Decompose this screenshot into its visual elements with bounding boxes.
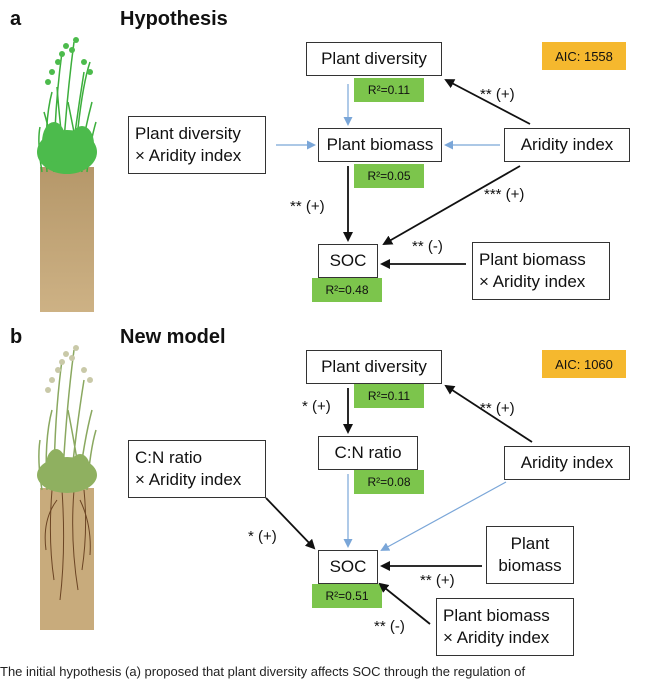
panel-a-letter: a <box>10 8 22 30</box>
panel-b-title: New model <box>120 326 226 348</box>
path-label-b-diversity-cn: * (+) <box>302 398 331 415</box>
panel-a-title: Hypothesis <box>120 8 228 30</box>
node-b-cn-ratio: C:N ratio <box>318 436 418 470</box>
path-label-a-biomass-aridity-soc: ** (-) <box>412 238 443 255</box>
r2-b-cn-ratio: R²=0.08 <box>354 470 424 494</box>
node-a-plant-biomass: Plant biomass <box>318 128 442 162</box>
node-b-interaction-biomass-line2: × Aridity index <box>443 628 550 647</box>
r2-a-plant-diversity: R²=0.11 <box>354 78 424 102</box>
node-b-soc: SOC <box>318 550 378 584</box>
node-b-plant-diversity: Plant diversity <box>306 350 442 384</box>
path-label-b-biomass-aridity-soc: ** (-) <box>374 618 405 635</box>
node-b-plant-biomass: Plant biomass <box>486 526 574 584</box>
arrow-b-biomass-aridity-to-soc <box>378 582 431 625</box>
path-label-a-aridity-diversity: ** (+) <box>480 86 515 103</box>
path-label-a-biomass-soc: ** (+) <box>290 198 325 215</box>
arrow-a-aridity-to-soc <box>382 165 521 245</box>
node-b-interaction-biomass-line1: Plant biomass <box>443 605 550 625</box>
node-a-interaction-biomass-line2: × Aridity index <box>479 272 586 291</box>
node-a-interaction-diversity-line1: Plant diversity <box>135 123 241 143</box>
arrow-b-aridity-to-soc <box>380 481 507 551</box>
node-b-plant-biomass-line1: Plant <box>510 533 550 553</box>
node-a-soc: SOC <box>318 244 378 278</box>
node-b-interaction-biomass-aridity: Plant biomass × Aridity index <box>436 598 574 656</box>
panel-b-letter: b <box>10 326 23 348</box>
aic-a: AIC: 1558 <box>542 42 626 70</box>
node-a-interaction-biomass-line1: Plant biomass <box>479 249 586 269</box>
node-a-plant-diversity: Plant diversity <box>306 42 442 76</box>
node-a-interaction-diversity-aridity: Plant diversity × Aridity index <box>128 116 266 174</box>
node-a-interaction-diversity-line2: × Aridity index <box>135 146 242 165</box>
node-b-aridity-index: Aridity index <box>504 446 630 480</box>
r2-b-plant-diversity: R²=0.11 <box>354 384 424 408</box>
plant-illustration-b <box>37 345 97 630</box>
path-label-b-cn-aridity-soc: * (+) <box>248 528 277 545</box>
arrow-b-cn-aridity-to-soc <box>265 497 316 550</box>
r2-a-plant-biomass: R²=0.05 <box>354 164 424 188</box>
figure-caption: The initial hypothesis (a) proposed that… <box>0 664 526 679</box>
plant-illustration-a <box>37 37 97 312</box>
path-label-b-biomass-soc: ** (+) <box>420 572 455 589</box>
node-a-interaction-biomass-aridity: Plant biomass × Aridity index <box>472 242 610 300</box>
r2-b-soc: R²=0.51 <box>312 584 382 608</box>
node-b-interaction-cn-line2: × Aridity index <box>135 470 242 489</box>
node-b-interaction-cn-line1: C:N ratio <box>135 447 203 467</box>
aic-b: AIC: 1060 <box>542 350 626 378</box>
arrow-a-aridity-to-diversity <box>444 79 531 125</box>
arrow-b-aridity-to-diversity <box>444 384 533 443</box>
path-label-a-aridity-soc: *** (+) <box>484 186 525 203</box>
node-a-aridity-index: Aridity index <box>504 128 630 162</box>
r2-a-soc: R²=0.48 <box>312 278 382 302</box>
node-b-interaction-cn-aridity: C:N ratio × Aridity index <box>128 440 266 498</box>
node-b-plant-biomass-line2: biomass <box>498 556 562 575</box>
